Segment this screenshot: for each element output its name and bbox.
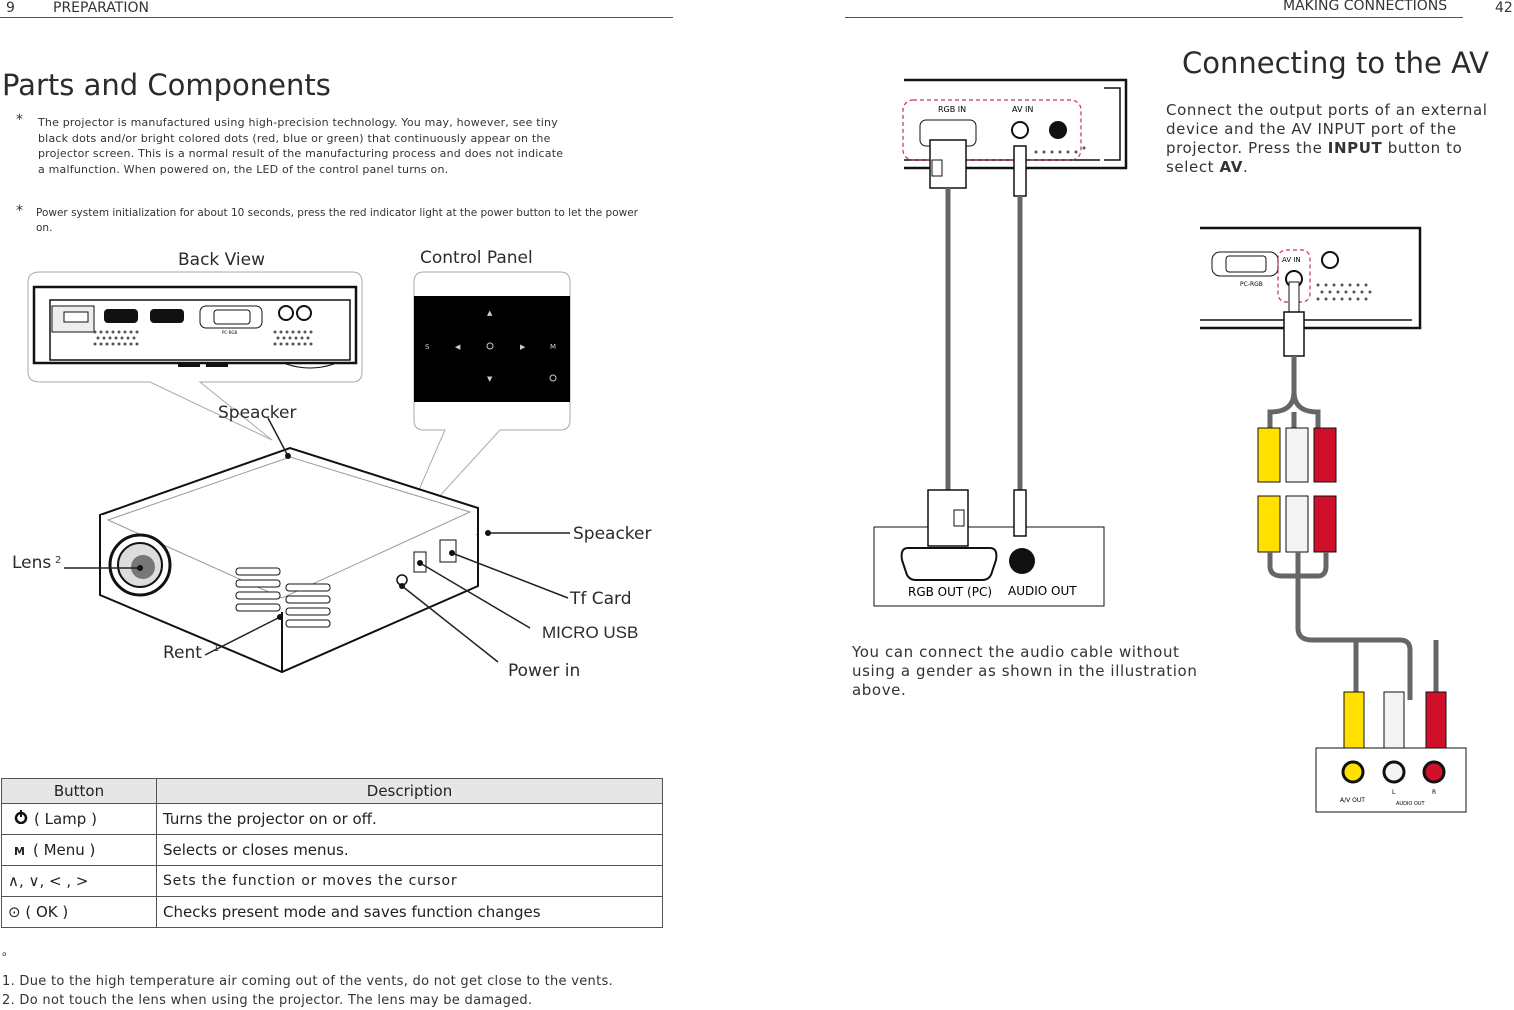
table-row: ⊙ ( OK ) Checks present mode and saves f…	[1, 896, 663, 928]
right-header-rule	[845, 17, 1463, 18]
callout-lens-number: 2	[55, 555, 62, 566]
panel-key-s: S	[425, 343, 430, 351]
table-header-button: Button	[1, 778, 157, 804]
control-panel-label: Control Panel	[420, 248, 533, 268]
right-page-number: 42	[1495, 0, 1513, 16]
panel-key-right: ▶	[520, 343, 526, 351]
rgb-out-label: RGB OUT (PC)	[908, 585, 992, 599]
connect-av-instructions: Connect the output ports of an external …	[1166, 101, 1501, 177]
left-section-title: PREPARATION	[53, 0, 149, 16]
table-button-label: ( Menu )	[32, 841, 96, 859]
note-manufacturing: The projector is manufactured using high…	[38, 116, 564, 176]
callout-micro-usb: MICRO USB	[542, 623, 639, 642]
note-star-1: *	[16, 112, 23, 128]
av-out-label: A/V OUT	[1340, 797, 1365, 804]
bottom-note-vents: 1. Due to the high temperature air comin…	[2, 974, 613, 989]
panel-key-down: ▼	[487, 375, 493, 383]
callout-speaker-top: Speacker	[218, 403, 297, 423]
table-cell-description: Selects or closes menus.	[156, 834, 663, 866]
panel-key-m: M	[550, 343, 556, 351]
table-row: ∧, ∨, < , > Sets the function or moves t…	[1, 865, 663, 897]
note-power-init: Power system initialization for about 10…	[36, 207, 638, 234]
instruction-text-2: button to select	[1166, 139, 1463, 176]
table-cell-description: Turns the projector on or off.	[156, 803, 663, 835]
panel-key-left: ◀	[455, 343, 461, 351]
table-cell-button: ( Lamp )	[1, 803, 157, 835]
table-cell-button: M ( Menu )	[1, 834, 157, 866]
left-page-number: 9	[6, 0, 15, 16]
instruction-text-1: Connect the output ports of an external …	[1166, 101, 1488, 157]
table-header-description: Description	[156, 778, 663, 804]
audio-out-small-label: AUDIO OUT	[1396, 801, 1426, 807]
av-in-right-label: AV IN	[1282, 256, 1301, 264]
av-mode-name: AV	[1219, 158, 1243, 176]
projector-illustration: PC-RGB S M ▲ ▼ ◀ ▶	[27, 271, 571, 674]
pc-rgb-small-label: PC-RGB	[222, 330, 238, 335]
table-cell-button: ∧, ∨, < , >	[1, 865, 157, 897]
page-title: Parts and Components	[2, 68, 331, 102]
rgb-in-label: RGB IN	[938, 105, 966, 114]
table-row: M ( Menu ) Selects or closes menus.	[1, 834, 663, 866]
callout-speaker-right: Speacker	[573, 524, 652, 544]
callout-rent-number: 1	[213, 643, 220, 654]
bottom-note-lens: 2. Do not touch the lens when using the …	[2, 993, 533, 1008]
input-button-name: INPUT	[1327, 139, 1383, 157]
audio-r-label: R	[1432, 789, 1436, 796]
callout-tf-card: Tf Card	[570, 589, 632, 609]
pc-rgb-label: PC-RGB	[1240, 281, 1263, 288]
menu-icon: M	[14, 845, 25, 858]
panel-key-up: ▲	[487, 309, 493, 317]
table-button-label: ( Lamp )	[34, 809, 97, 828]
table-cell-description: Sets the function or moves the cursor	[156, 865, 663, 897]
audio-cable-note: You can connect the audio cable without …	[852, 643, 1198, 699]
table-row: ( Lamp ) Turns the projector on or off.	[1, 803, 663, 835]
callout-rent: Rent	[163, 643, 202, 663]
connection-diagram: RGB IN AV IN RGB OUT (PC) AUDIO OUT PC-R…	[873, 78, 1467, 813]
table-cell-description: Checks present mode and saves function c…	[156, 896, 663, 928]
instruction-text-3: .	[1242, 158, 1249, 176]
av-in-label: AV IN	[1012, 105, 1033, 114]
callout-power-in: Power in	[508, 661, 581, 681]
left-header-rule	[0, 17, 673, 18]
back-view-label: Back View	[178, 250, 266, 270]
callout-lens: Lens	[12, 553, 52, 573]
right-section-title: MAKING CONNECTIONS	[1283, 0, 1448, 14]
button-table: Button Description ( Lamp ) Turns the pr…	[1, 778, 663, 928]
right-page-title: Connecting to the AV	[1182, 46, 1489, 80]
audio-out-label: AUDIO OUT	[1008, 584, 1077, 598]
note-star-2: *	[16, 203, 23, 219]
table-cell-button: ⊙ ( OK )	[1, 896, 157, 928]
audio-l-label: L	[1392, 789, 1396, 796]
power-icon	[14, 810, 28, 828]
degree-mark: 。	[2, 944, 15, 958]
